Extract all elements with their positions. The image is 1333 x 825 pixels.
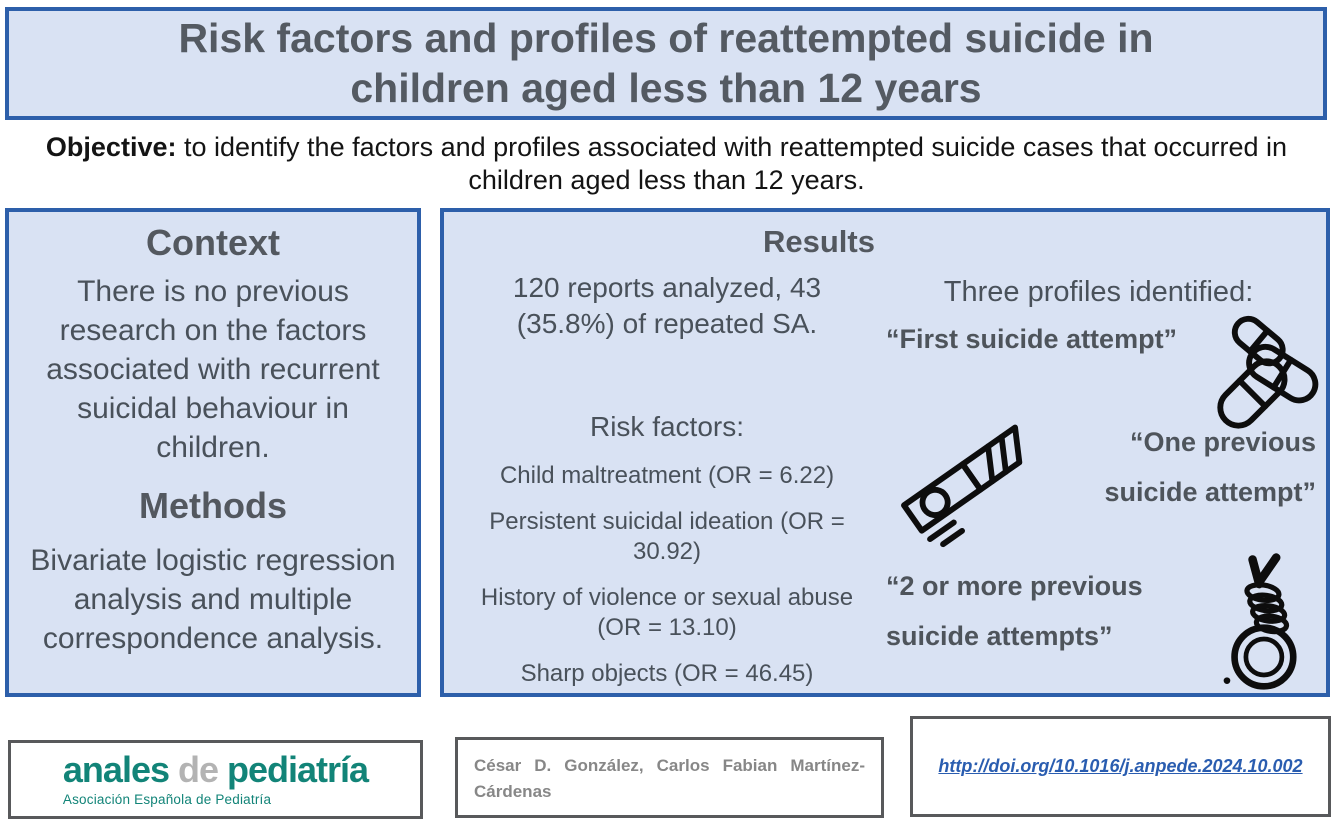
journal-logo-box: anales de pediatría Asociación Española … bbox=[8, 740, 423, 819]
methods-heading: Methods bbox=[139, 485, 287, 526]
reports-summary: 120 reports analyzed, 43 (35.8%) of repe… bbox=[512, 272, 822, 340]
context-text: There is no previous research on the fac… bbox=[46, 275, 380, 464]
journal-logo: anales de pediatría Asociación Española … bbox=[62, 749, 369, 808]
risk-factor-item: Child maltreatment (OR = 6.22) bbox=[499, 462, 835, 490]
noose-icon bbox=[1204, 550, 1320, 692]
authors-text: César D. González, Carlos Fabian Martíne… bbox=[474, 756, 865, 802]
risk-factor-item: History of violence or sexual abuse (OR … bbox=[480, 584, 854, 642]
pills-icon bbox=[1200, 304, 1322, 436]
profile-one-label: “One previous suicide attempt” bbox=[1104, 427, 1316, 507]
journal-name: anales de pediatría bbox=[62, 749, 369, 790]
context-panel: Context There is no previous research on… bbox=[5, 208, 421, 697]
journal-name-part3: pediatría bbox=[227, 749, 369, 790]
methods-text: Bivariate logistic regression analysis a… bbox=[30, 544, 396, 655]
page-title: Risk factors and profiles of reattempted… bbox=[178, 15, 1154, 111]
profile-first-label: “First suicide attempt” bbox=[886, 324, 1178, 354]
risk-factors-heading: Risk factors: bbox=[589, 410, 745, 442]
journal-subtitle: Asociación Española de Pediatría bbox=[62, 792, 272, 807]
results-heading: Results bbox=[763, 224, 875, 259]
results-left-column: 120 reports analyzed, 43 (35.8%) of repe… bbox=[448, 270, 886, 689]
objective-text: Objective: to identify the factors and p… bbox=[42, 131, 1292, 197]
objective-label: Objective: bbox=[45, 132, 177, 162]
risk-factor-item: Persistent suicidal ideation (OR = 30.92… bbox=[489, 508, 845, 566]
journal-name-part2: de bbox=[178, 749, 219, 790]
doi-box: http://doi.org/10.1016/j.anpede.2024.10.… bbox=[910, 716, 1331, 817]
title-box: Risk factors and profiles of reattempted… bbox=[5, 7, 1327, 120]
results-panel: Results 120 reports analyzed, 43 (35.8%)… bbox=[440, 208, 1330, 697]
profile-two-label: “2 or more previous suicide attempts” bbox=[886, 571, 1143, 651]
risk-factor-item: Sharp objects (OR = 46.45) bbox=[520, 660, 814, 688]
box-cutter-icon bbox=[901, 416, 1038, 548]
risk-factors-list: Child maltreatment (OR = 6.22) Persisten… bbox=[448, 461, 886, 689]
objective-body: to identify the factors and profiles ass… bbox=[183, 132, 1288, 195]
journal-name-part1: anales bbox=[62, 749, 170, 790]
doi-link[interactable]: http://doi.org/10.1016/j.anpede.2024.10.… bbox=[938, 756, 1303, 776]
authors-box: César D. González, Carlos Fabian Martíne… bbox=[455, 737, 884, 818]
profiles-heading: Three profiles identified: bbox=[943, 276, 1254, 308]
context-heading: Context bbox=[146, 222, 280, 263]
results-right-column: Three profiles identified: “First suicid… bbox=[886, 212, 1326, 693]
